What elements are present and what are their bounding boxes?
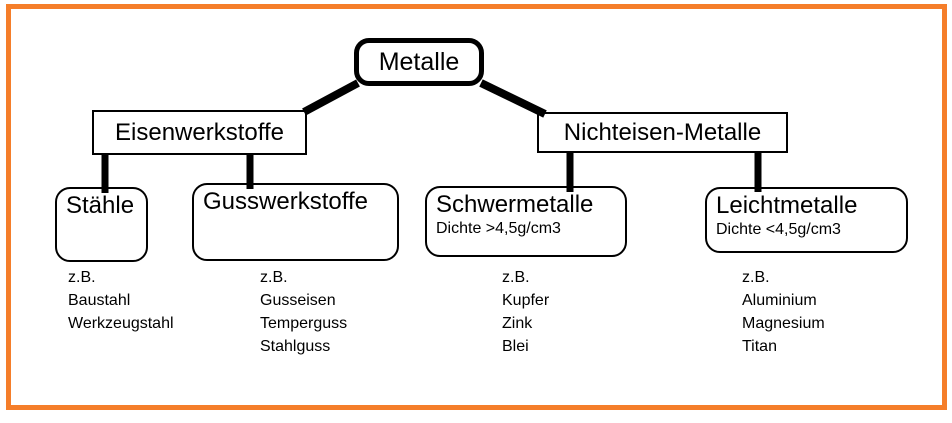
root-node-metalle: Metalle [354,38,484,86]
leaf-node-staehle: Stähle [55,187,148,262]
example-item: Aluminium [742,292,817,309]
example-item: Werkzeugstahl [68,315,174,332]
example-item: Gusseisen [260,292,336,309]
example-list-gusswerkstoffe: z.B. Gusseisen Temperguss Stahlguss [260,266,347,358]
example-item: Stahlguss [260,338,331,355]
leaf-node-leichtmetalle: Leichtmetalle Dichte <4,5g/cm3 [705,187,908,253]
leaf-node-density-note: Dichte >4,5g/cm3 [436,219,561,237]
branch-node-label: Eisenwerkstoffe [115,118,284,146]
leaf-node-schwermetalle: Schwermetalle Dichte >4,5g/cm3 [425,186,627,257]
branch-node-eisenwerkstoffe: Eisenwerkstoffe [92,110,307,155]
branch-node-label: Nichteisen-Metalle [563,118,762,146]
example-item: Magnesium [742,315,825,332]
leaf-node-label: Gusswerkstoffe [203,188,368,215]
leaf-node-label: Leichtmetalle [716,192,858,219]
example-list-leichtmetalle: z.B. Aluminium Magnesium Titan [742,266,825,358]
example-list-staehle: z.B. Baustahl Werkzeugstahl [68,266,174,335]
example-item: Kupfer [502,292,550,309]
root-node-label: Metalle [378,47,460,76]
example-item: Blei [502,338,529,355]
example-item: Zink [502,315,533,332]
leaf-node-label: Schwermetalle [436,191,594,218]
example-heading: z.B. [742,269,770,286]
example-heading: z.B. [68,269,96,286]
example-heading: z.B. [260,269,288,286]
leaf-node-density-note: Dichte <4,5g/cm3 [716,220,841,238]
leaf-node-gusswerkstoffe: Gusswerkstoffe [192,183,399,261]
example-heading: z.B. [502,269,530,286]
branch-node-nichteisen-metalle: Nichteisen-Metalle [537,112,788,153]
example-item: Temperguss [260,315,348,332]
leaf-node-label: Stähle [66,192,135,219]
example-list-schwermetalle: z.B. Kupfer Zink Blei [502,266,549,358]
example-item: Titan [742,338,777,355]
example-item: Baustahl [68,292,131,309]
